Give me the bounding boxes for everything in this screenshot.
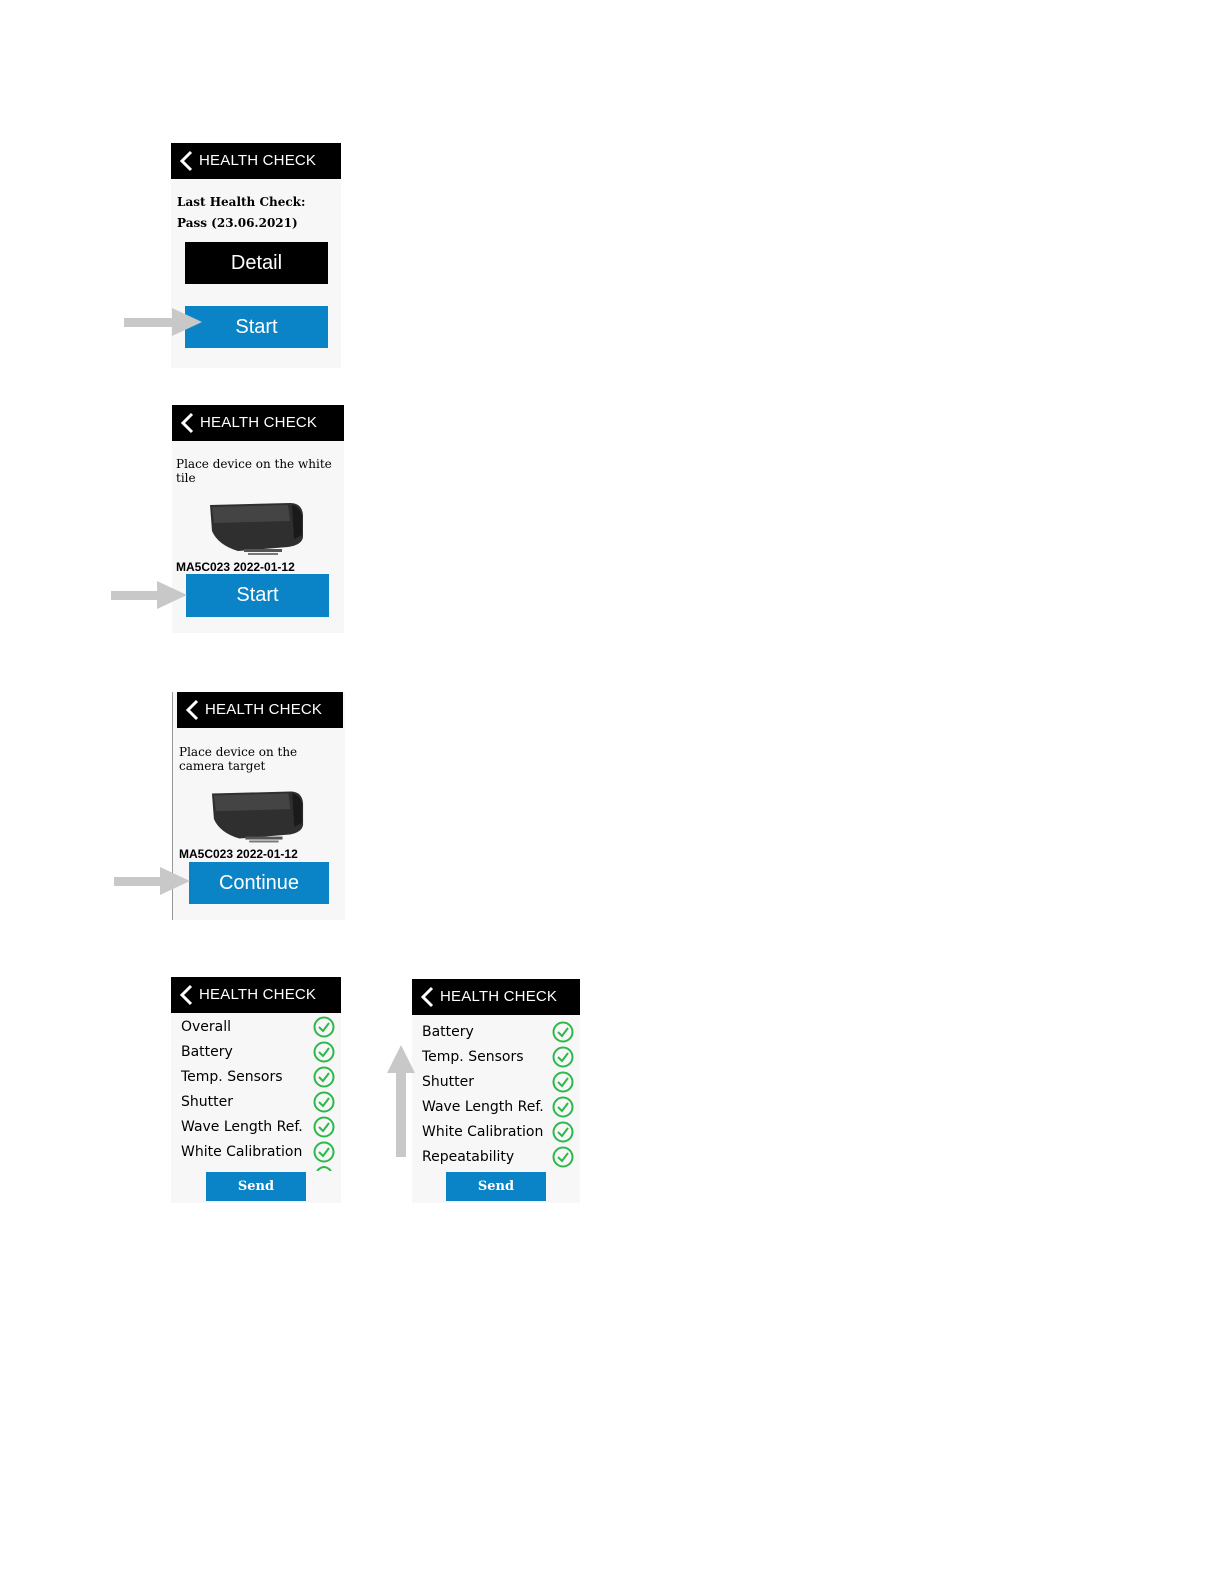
check-circle-icon	[313, 1091, 335, 1113]
send-button[interactable]: Send	[446, 1172, 546, 1201]
list-item: White Calibration	[171, 1140, 341, 1165]
back-chevron-icon[interactable]	[185, 699, 199, 721]
header-bar: HEALTH CHECK	[412, 979, 580, 1015]
list-item: White Calibration	[412, 1120, 580, 1145]
list-item: Wave Length Ref.	[171, 1115, 341, 1140]
screen-health-check-start: HEALTH CHECK Last Health Check: Pass (23…	[171, 143, 341, 368]
result-label: Battery	[181, 1044, 233, 1060]
list-item: Battery	[412, 1020, 580, 1045]
list-item: Repeatability	[412, 1145, 580, 1170]
page-title: HEALTH CHECK	[199, 152, 317, 169]
list-item: Overall	[171, 1015, 341, 1040]
result-label: Overall	[181, 1019, 232, 1035]
partial-check-icon	[316, 1166, 332, 1171]
screen-white-tile: HEALTH CHECK Place device on the white t…	[172, 405, 344, 633]
header-bar: HEALTH CHECK	[172, 405, 344, 441]
arrow-right-icon	[124, 308, 202, 336]
header-bar: HEALTH CHECK	[171, 143, 341, 179]
screen-results-scrolled: HEALTH CHECK Battery Temp. Sensors Shutt…	[412, 979, 580, 1203]
instruction-text: Place device on the camera target	[179, 745, 298, 773]
result-label: Shutter	[422, 1074, 474, 1090]
result-label: Battery	[422, 1024, 474, 1040]
detail-button[interactable]: Detail	[185, 242, 328, 284]
result-label: Temp. Sensors	[181, 1069, 283, 1085]
back-chevron-icon[interactable]	[179, 984, 193, 1006]
result-label: White Calibration	[181, 1144, 303, 1160]
result-label: White Calibration	[422, 1124, 544, 1140]
arrow-up-icon	[387, 1045, 415, 1157]
page-title: HEALTH CHECK	[200, 414, 318, 431]
back-chevron-icon[interactable]	[180, 412, 194, 434]
back-chevron-icon[interactable]	[179, 150, 193, 172]
check-circle-icon	[552, 1121, 574, 1143]
back-chevron-icon[interactable]	[420, 986, 434, 1008]
check-circle-icon	[552, 1021, 574, 1043]
last-check-label: Last Health Check:	[177, 195, 306, 209]
screen-camera-target: HEALTH CHECK Place device on the camera …	[172, 692, 345, 920]
instruction-text: Place device on the white tile	[176, 457, 332, 485]
check-circle-icon	[313, 1066, 335, 1088]
send-button[interactable]: Send	[206, 1172, 306, 1201]
header-bar: HEALTH CHECK	[171, 977, 341, 1013]
device-serial: MA5C023 2022-01-12	[176, 560, 295, 574]
check-circle-icon	[552, 1046, 574, 1068]
start-button[interactable]: Start	[185, 306, 328, 348]
continue-button[interactable]: Continue	[189, 862, 329, 904]
result-label: Shutter	[181, 1094, 233, 1110]
check-circle-icon	[552, 1071, 574, 1093]
screen-results-top: HEALTH CHECK Overall Battery Temp. Senso…	[171, 977, 341, 1203]
result-label: Wave Length Ref.	[181, 1119, 303, 1135]
result-label: Wave Length Ref.	[422, 1099, 544, 1115]
list-item: Battery	[171, 1040, 341, 1065]
page-title: HEALTH CHECK	[440, 988, 558, 1005]
header-bar: HEALTH CHECK	[177, 692, 343, 728]
last-check-value: Pass (23.06.2021)	[177, 216, 298, 230]
list-item: Shutter	[412, 1070, 580, 1095]
arrow-right-icon	[111, 581, 187, 609]
device-icon	[210, 503, 303, 555]
result-label: Repeatability	[422, 1149, 515, 1165]
result-label: Temp. Sensors	[422, 1049, 524, 1065]
check-circle-icon	[552, 1096, 574, 1118]
device-icon	[211, 791, 304, 843]
list-item: Shutter	[171, 1090, 341, 1115]
check-circle-icon	[552, 1146, 574, 1168]
list-item: Wave Length Ref.	[412, 1095, 580, 1120]
start-button[interactable]: Start	[186, 574, 329, 617]
list-item: Temp. Sensors	[171, 1065, 341, 1090]
check-circle-icon	[313, 1141, 335, 1163]
page-title: HEALTH CHECK	[199, 986, 317, 1003]
check-circle-icon	[313, 1016, 335, 1038]
page-title: HEALTH CHECK	[205, 701, 323, 718]
list-item: Temp. Sensors	[412, 1045, 580, 1070]
check-circle-icon	[313, 1116, 335, 1138]
check-circle-icon	[313, 1041, 335, 1063]
arrow-right-icon	[114, 867, 190, 895]
device-serial: MA5C023 2022-01-12	[179, 847, 298, 861]
